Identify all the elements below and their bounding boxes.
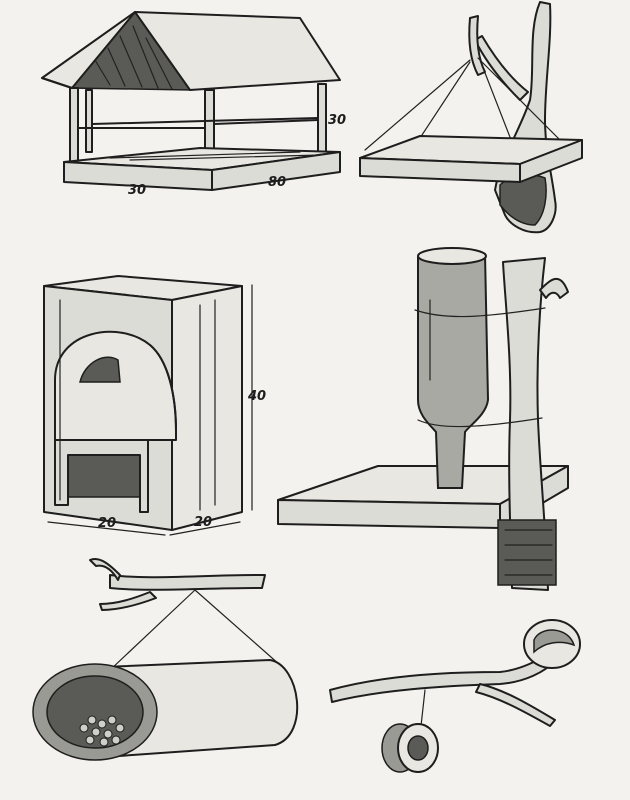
hopper-height-label: 40 xyxy=(248,389,267,404)
hopper-width-label: 20 xyxy=(98,516,117,531)
house-height-label: 30 xyxy=(328,113,347,128)
house-length-label: 80 xyxy=(268,175,287,190)
house-width-label: 30 xyxy=(128,183,147,198)
hopper-depth-label: 20 xyxy=(194,515,213,530)
